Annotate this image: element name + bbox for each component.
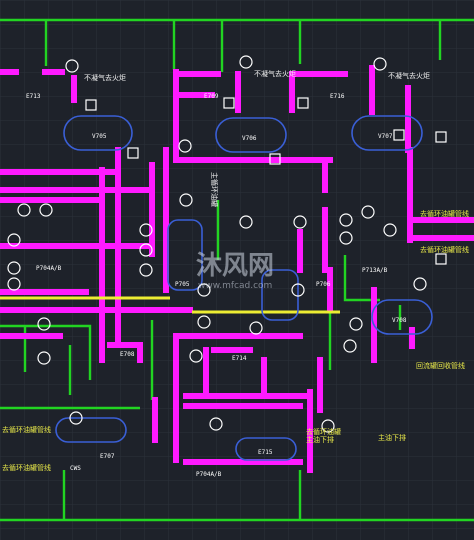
vessel-v705 [63,115,133,151]
tag-cws: CWS [70,465,81,472]
instrument-i11 [139,223,153,237]
tag-v705: V705 [92,133,107,140]
instrument-i8 [7,233,21,247]
vessel-v707 [351,115,423,151]
valve-box-3 [297,97,309,109]
tag-e714: E714 [232,355,247,362]
stream-labels: 不凝气去火炬 不凝气去火炬 不凝气去火炬 去循环油罐管线 去循环油罐管线 回流罐… [2,69,469,472]
magenta-pipes [0,65,474,473]
valve-box-4 [435,131,447,143]
column-c1 [167,219,203,291]
exchanger-e707 [55,417,127,443]
tag-e713: E713 [26,93,41,100]
instrument-i22 [383,223,397,237]
watermark: 沐风网 www.mfcad.com [196,251,274,291]
label-right-pump-bottom: 去循环油罐管线 [420,245,469,254]
label-bottom-right-out: 回流罐回收管线 [416,361,465,370]
tag-v706: V706 [242,135,257,142]
valve-box-2 [223,97,235,109]
instrument-i4 [178,139,192,153]
label-fire-right: 不凝气去火炬 [388,71,430,80]
yellow-pipes [0,296,340,314]
tag-v707: V707 [378,133,393,140]
label-bottom-mid2: 主油下排 [306,435,334,444]
equipment-tags: E713 E709 E716 V705 V706 V707 P704A/B P7… [26,93,407,478]
vessel-v708 [371,299,433,335]
tag-p705: P705 [175,281,190,288]
exchanger-e715 [235,437,297,461]
instrument-i23 [349,317,363,331]
instrument-i30 [321,419,335,433]
watermark-url: www.mfcad.com [198,281,272,291]
label-bottom-mid: 去循环油罐 [306,427,341,436]
valve-box-1 [85,99,97,111]
instrument-i18 [291,283,305,297]
tag-e715: E715 [258,449,273,456]
green-pipes [0,18,474,522]
tag-p704ab-bottom: P704A/B [196,471,222,478]
valve-box-6 [269,153,281,165]
instrument-i26 [249,321,263,335]
instrument-i15 [197,315,211,329]
instrument-i7 [17,203,31,217]
label-v-mid: 主循环油罐 [210,172,219,207]
instrument-i17 [293,215,307,229]
tag-e716: E716 [330,93,345,100]
tag-e709: E709 [204,93,219,100]
instrument-i24 [413,277,427,291]
vessel-v706 [215,117,287,153]
instrument-i32 [37,351,51,365]
green-right [343,255,380,302]
instrument-i25 [343,339,357,353]
instrument-i6 [39,203,53,217]
instrument-i12 [139,243,153,257]
label-fire-mid: 不凝气去火炬 [254,69,296,78]
instrument-i28 [69,411,83,425]
instrument-i2 [239,55,253,69]
label-bottom-right2: 主油下排 [378,433,406,442]
valve-box-7 [393,129,405,141]
valve-box-5 [127,147,139,159]
tag-p713ab: P713A/B [362,267,388,274]
instrument-i5 [179,193,193,207]
instrument-i19 [339,213,353,227]
label-bottom-left-2: 去循环油罐管线 [2,463,51,472]
instruments [7,55,447,433]
instrument-i9 [7,261,21,275]
tag-p704ab: P704A/B [36,265,62,272]
label-right-pump-top: 去循环油罐管线 [420,209,469,218]
vessels [55,115,433,461]
watermark-title: 沐风网 [196,251,274,281]
tag-e708: E708 [120,351,135,358]
tag-v708: V708 [392,317,407,324]
instrument-i10 [7,277,21,291]
green-left-loop [0,324,92,380]
tag-e707: E707 [100,453,115,460]
instrument-i16 [239,215,253,229]
instrument-i13 [139,263,153,277]
column-c2 [261,269,299,321]
pipe-m17 [107,342,143,363]
instrument-i3 [373,57,387,71]
label-bottom-left-1: 去循环油罐管线 [2,425,51,434]
label-fire-left: 不凝气去火炬 [84,73,126,82]
instrument-i1 [65,59,79,73]
instrument-i31 [37,317,51,331]
instrument-i14 [197,283,211,297]
valve-box-8 [435,253,447,265]
instrument-i20 [339,231,353,245]
tag-p706: P706 [316,281,331,288]
instrument-i27 [189,349,203,363]
instrument-i21 [361,205,375,219]
instrument-i29 [209,417,223,431]
